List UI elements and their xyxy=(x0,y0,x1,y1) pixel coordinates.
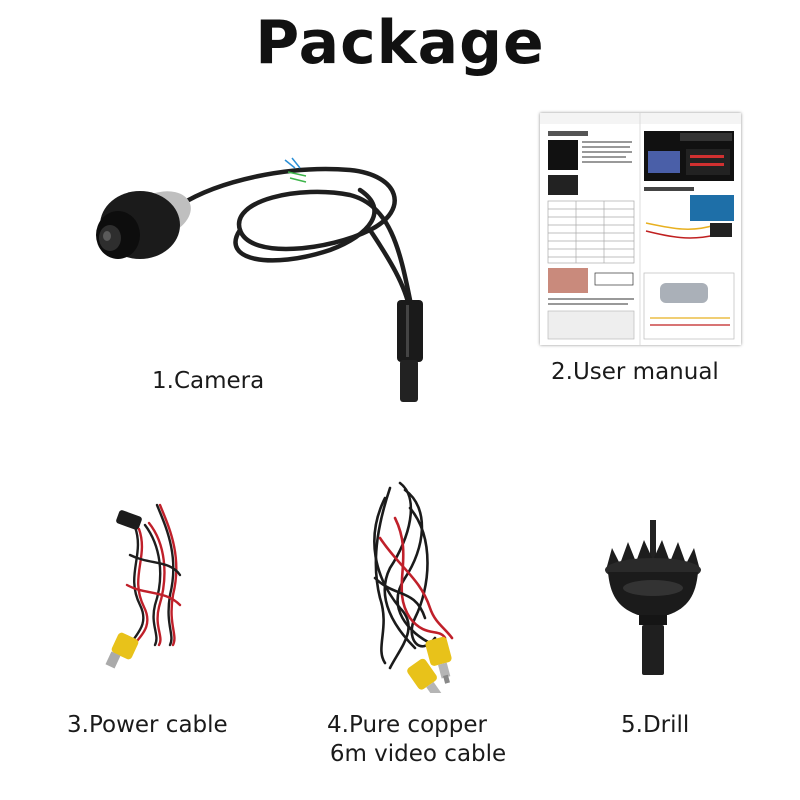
manual-label: 2.User manual xyxy=(551,359,719,385)
power-cable-icon xyxy=(105,503,182,669)
video-cable-label-line2: 6m video cable xyxy=(329,741,507,767)
drill-icon xyxy=(605,520,701,675)
drill-label: 5.Drill xyxy=(621,712,690,738)
video-cable-label: 4.Pure copper 6m video cable xyxy=(307,711,507,769)
camera-icon xyxy=(96,157,423,402)
video-cable-label-line1: 4.Pure copper xyxy=(327,712,487,738)
video-cable-icon xyxy=(373,481,454,693)
manual-icon xyxy=(540,113,741,345)
camera-label: 1.Camera xyxy=(152,368,265,394)
power-cable-label: 3.Power cable xyxy=(67,712,228,738)
page-title: Package xyxy=(255,8,545,78)
